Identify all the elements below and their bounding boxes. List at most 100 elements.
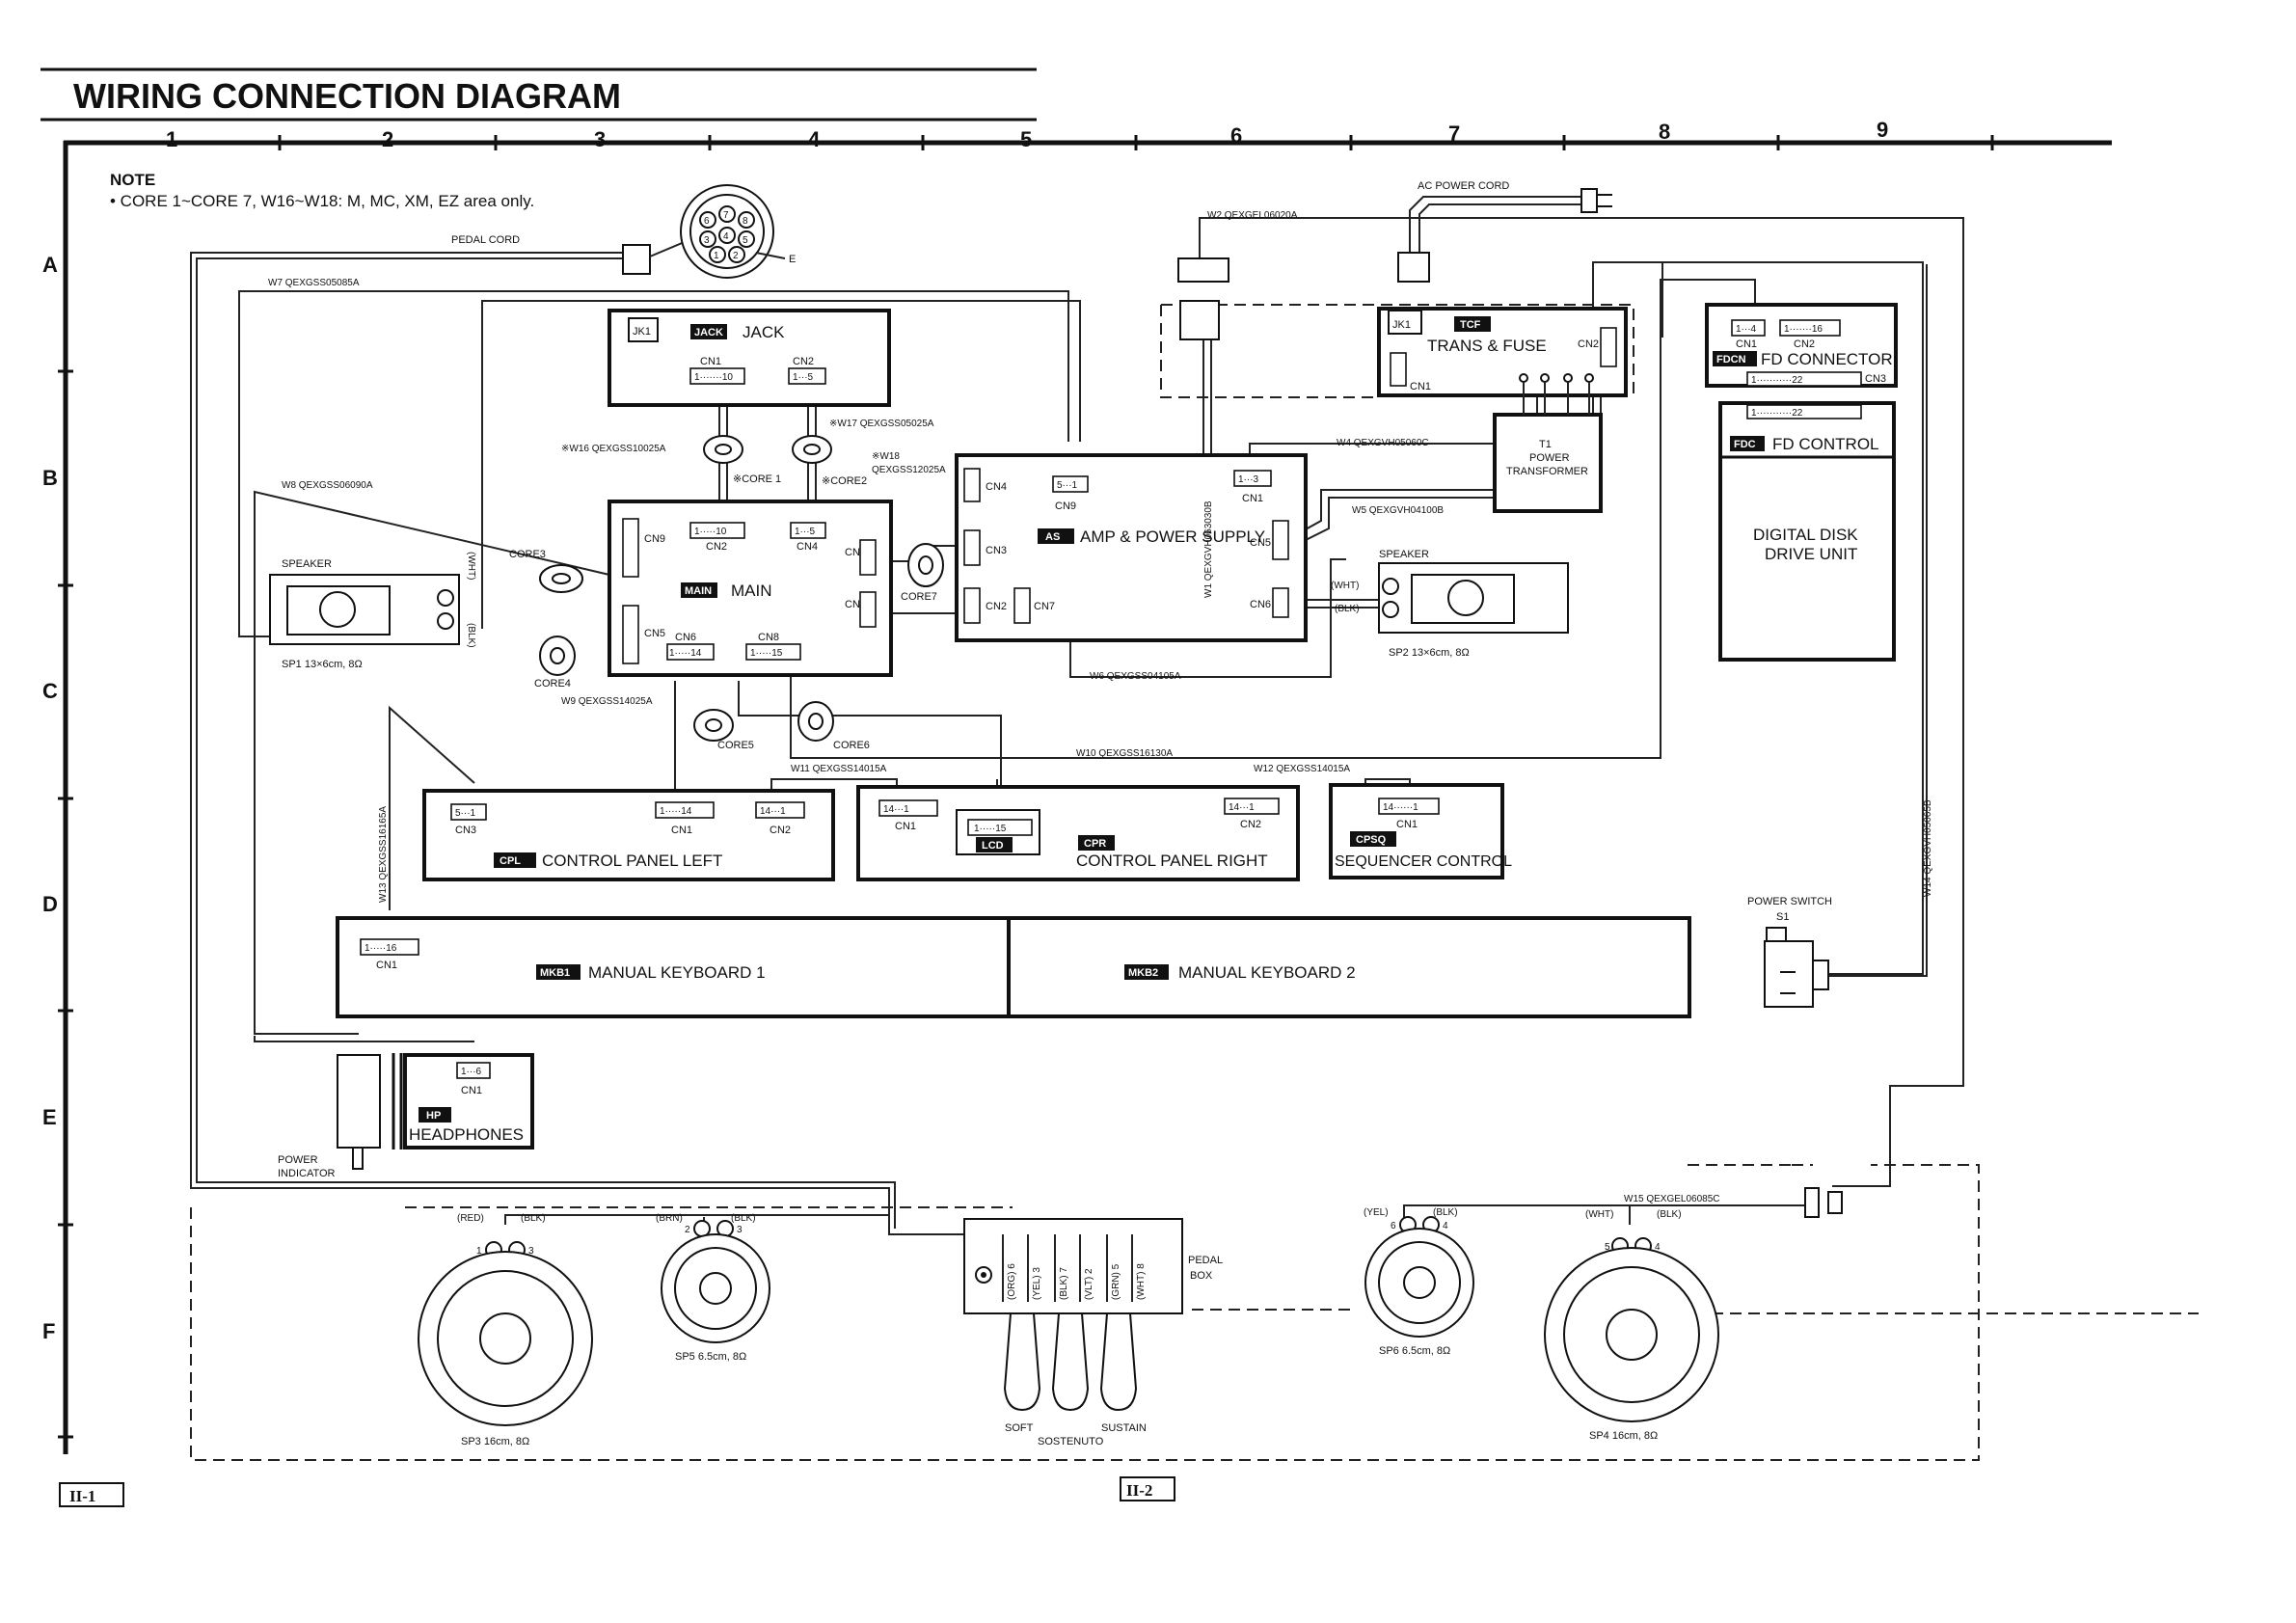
cpr-tag: CPR xyxy=(1084,838,1106,850)
ac-power-cord: AC POWER CORD W2 QEXGEL06020A xyxy=(1177,180,1612,283)
hp-name: HEADPHONES xyxy=(409,1125,524,1144)
col-9: 9 xyxy=(1877,118,1888,142)
pedal-box-l1: PEDAL xyxy=(1188,1255,1223,1266)
tcf-jk1: JK1 xyxy=(1392,319,1411,331)
col-8: 8 xyxy=(1659,120,1670,144)
main-cn6: CN6 xyxy=(675,632,696,643)
fdcn-cn2-pins: 1·······16 xyxy=(1784,324,1823,335)
mkb2-tag: MKB2 xyxy=(1128,967,1158,979)
tcf-tag: TCF xyxy=(1460,319,1481,331)
jack-name: JACK xyxy=(743,323,785,341)
row-a: A xyxy=(42,253,58,277)
fdcn-cn1-pins: 1···4 xyxy=(1736,324,1757,335)
sp6-p1: 6 xyxy=(1391,1221,1396,1231)
main-cn4: CN4 xyxy=(797,541,818,553)
w18b-label: QEXGSS12025A xyxy=(872,465,946,475)
pin-6: 6 xyxy=(704,216,710,227)
pedal-cord-e: E xyxy=(789,254,796,265)
cpl-cn2-pins: 14···1 xyxy=(760,806,786,817)
mkb2-name: MANUAL KEYBOARD 2 xyxy=(1178,963,1356,982)
w9-label: W9 QEXGSS14025A xyxy=(561,696,653,707)
cpr-cn1: CN1 xyxy=(895,821,916,832)
trans-fuse-board: JK1 TCF TRANS & FUSE CN1 CN2 xyxy=(1377,307,1628,397)
row-e: E xyxy=(42,1105,57,1129)
cpl-name: CONTROL PANEL LEFT xyxy=(542,852,722,870)
note-text: • CORE 1~CORE 7, W16~W18: M, MC, XM, EZ … xyxy=(110,192,534,210)
w8-label: W8 QEXGSS06090A xyxy=(282,480,373,491)
power-switch-label: POWER SWITCH xyxy=(1747,896,1832,907)
hp-cn1: CN1 xyxy=(461,1085,482,1096)
amp-cn3: CN3 xyxy=(986,545,1007,556)
w7-label: W7 QEXGSS05085A xyxy=(268,278,360,288)
hp-tag: HP xyxy=(426,1110,441,1122)
fd-connector-board: 1···4 CN1 1·······16 CN2 FDCN FD CONNECT… xyxy=(1705,303,1898,388)
main-name: MAIN xyxy=(731,582,772,600)
w11-label: W11 QEXGSS14015A xyxy=(791,764,887,774)
fdc-name: FD CONTROL xyxy=(1772,435,1879,453)
tcf-name: TRANS & FUSE xyxy=(1427,337,1547,355)
core1-label: ※CORE 1 xyxy=(733,473,781,485)
jack-board: JK1 JACK JACK CN1 1·······10 CN2 1···5 xyxy=(608,309,891,407)
power-switch-s1: S1 xyxy=(1776,911,1789,923)
ac-cord-label: AC POWER CORD xyxy=(1418,180,1509,192)
jack-cn1-pins: 1·······10 xyxy=(694,372,733,383)
sp3-c2: (BLK) xyxy=(521,1213,546,1224)
sp4-p1: 5 xyxy=(1605,1242,1610,1253)
sp2-wht: (WHT) xyxy=(1331,581,1359,591)
sp2-title: SPEAKER xyxy=(1379,549,1429,560)
cpr-lcd-pins: 1·····15 xyxy=(974,824,1007,834)
main-cn8: CN8 xyxy=(758,632,779,643)
sp2-blk: (BLK) xyxy=(1335,604,1360,614)
amp-name: AMP & POWER SUPPLY xyxy=(1080,527,1265,546)
amp-cn5: CN5 xyxy=(1250,537,1271,549)
sp6-c2: (BLK) xyxy=(1433,1207,1458,1218)
pedal-box-wires: (ORG) 6 (YEL) 3 (BLK) 7 (VLT) 2 (GRN) 5 … xyxy=(1002,1234,1147,1302)
fdc-cn-pins: 1···········22 xyxy=(1751,408,1803,419)
sp1-blk: (BLK) xyxy=(466,623,476,648)
wire-labels: W7 QEXGSS05085A W8 QEXGSS06090A W4 QEXGV… xyxy=(268,278,1933,1204)
pin-2: 2 xyxy=(733,251,739,261)
fdcn-cn2: CN2 xyxy=(1794,338,1815,350)
transformer-l2: POWER xyxy=(1529,452,1570,464)
hp-cn1-pins: 1···6 xyxy=(461,1067,482,1077)
power-indicator-l2: INDICATOR xyxy=(278,1168,336,1179)
sp5-p1: 2 xyxy=(685,1225,690,1235)
mkb1-name: MANUAL KEYBOARD 1 xyxy=(588,963,766,982)
core6-label: CORE6 xyxy=(833,740,870,751)
main-cn9: CN9 xyxy=(644,533,665,545)
pedal-cord-pins: 6 7 8 3 4 5 1 2 xyxy=(699,205,755,263)
pin-3: 3 xyxy=(704,235,710,246)
cpr-cn2: CN2 xyxy=(1240,819,1261,830)
w14-label: W14 QEXGVH05065B xyxy=(1923,799,1933,897)
speaker-sp2: SPEAKER (WHT) (BLK) SP2 13×6cm, 8Ω xyxy=(1331,549,1569,659)
page-title: WIRING CONNECTION DIAGRAM xyxy=(73,76,621,116)
speaker-sp4: (WHT) (BLK) 5 4 SP4 16cm, 8Ω xyxy=(1544,1209,1719,1442)
cpl-cn2: CN2 xyxy=(770,825,791,836)
fdcn-cn3-pins: 1···········22 xyxy=(1751,375,1803,386)
page-ref-left: II-1 xyxy=(69,1487,95,1505)
w17-label: ※W17 QEXGSS05025A xyxy=(829,419,934,429)
sp3-label: SP3 16cm, 8Ω xyxy=(461,1436,529,1447)
w6-label: W6 QEXGSS04105A xyxy=(1090,671,1181,682)
transformer-l3: TRANSFORMER xyxy=(1506,466,1588,477)
cpsq-tag: CPSQ xyxy=(1356,834,1387,846)
sp5-c2: (BLK) xyxy=(731,1213,756,1224)
row-d: D xyxy=(42,892,58,916)
amp-cn9: CN9 xyxy=(1055,500,1076,512)
speaker-sp3: (RED) (BLK) 1 3 SP3 16cm, 8Ω xyxy=(418,1213,593,1447)
amp-cn1-pins: 1···3 xyxy=(1238,474,1259,485)
sp6-label: SP6 6.5cm, 8Ω xyxy=(1379,1345,1450,1357)
pedal-wire-5: (GRN) 5 xyxy=(1111,1263,1121,1300)
sp5-label: SP5 6.5cm, 8Ω xyxy=(675,1351,746,1363)
cpl-cn1: CN1 xyxy=(671,825,692,836)
amp-cn7: CN7 xyxy=(1034,601,1055,612)
sp6-p2: 4 xyxy=(1443,1221,1448,1231)
w2-label: W2 QEXGEL06020A xyxy=(1207,210,1298,221)
w1-label: W1 QEXGVH063030B xyxy=(1203,500,1214,598)
fdc-unit-line1: DIGITAL DISK xyxy=(1753,526,1858,544)
amp-cn1: CN1 xyxy=(1242,493,1263,504)
manual-keyboards: 1·····16 CN1 MKB1 MANUAL KEYBOARD 1 MKB2… xyxy=(336,916,1691,1018)
w10-label: W10 QEXGSS16130A xyxy=(1076,748,1173,759)
pin-4: 4 xyxy=(723,231,729,242)
main-tag: MAIN xyxy=(685,585,712,597)
